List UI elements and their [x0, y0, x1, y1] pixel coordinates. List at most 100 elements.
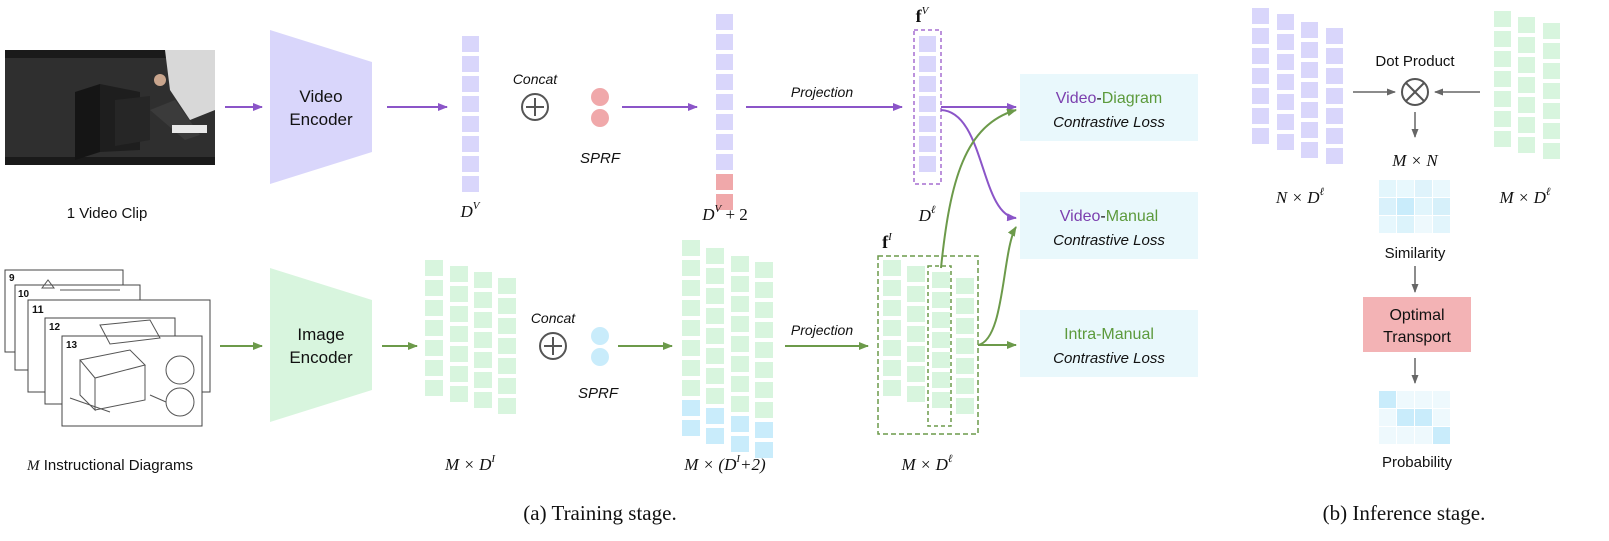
feature-cell: [1252, 108, 1269, 124]
feature-cell: [731, 436, 749, 452]
feature-cell: [682, 400, 700, 416]
fv-feature-column: [919, 36, 936, 172]
dv-label: DV: [459, 200, 480, 221]
sprf-bottom-label: SPRF: [578, 385, 619, 402]
feature-cell: [462, 156, 479, 172]
feature-cell: [716, 74, 733, 90]
feature-cell: [1518, 77, 1535, 93]
feature-cell: [1252, 28, 1269, 44]
feature-cell: [731, 336, 749, 352]
feature-cell: [1301, 142, 1318, 158]
feature-cell: [498, 358, 516, 374]
feature-cell: [716, 134, 733, 150]
feature-cell: [883, 380, 901, 396]
feature-cell: [1518, 17, 1535, 33]
feature-cell: [883, 260, 901, 276]
mdi2-label: M × (DI+2): [683, 453, 766, 474]
feature-cell: [956, 398, 974, 414]
feature-cell: [682, 320, 700, 336]
inference-mdl-label: M × Dℓ: [1498, 186, 1550, 207]
feature-cell: [462, 136, 479, 152]
feature-cell: [425, 280, 443, 296]
feature-cell: [498, 298, 516, 314]
feature-cell: [1494, 31, 1511, 47]
feature-cell: [462, 76, 479, 92]
loss-box-intra-manual: [1020, 310, 1198, 377]
feature-cell: [706, 368, 724, 384]
sprf-top-label: SPRF: [580, 150, 621, 167]
matrix-cell: [1415, 180, 1432, 197]
feature-cell: [956, 318, 974, 334]
feature-cell: [706, 328, 724, 344]
feature-cell: [1277, 14, 1294, 30]
feature-cell: [1494, 131, 1511, 147]
feature-cell: [919, 136, 936, 152]
feature-cell: [450, 366, 468, 382]
feature-cell: [1277, 94, 1294, 110]
dv2-label: DV + 2: [701, 203, 748, 224]
feature-cell: [1518, 57, 1535, 73]
image-concat-grid: [682, 240, 773, 458]
svg-text:12: 12: [49, 322, 61, 333]
feature-cell: [755, 322, 773, 338]
caption-training: (a) Training stage.: [523, 501, 676, 525]
dot-product-label: Dot Product: [1375, 53, 1455, 70]
diagrams-caption: M Instructional Diagrams: [26, 457, 193, 474]
feature-cell: [755, 362, 773, 378]
feature-cell: [706, 428, 724, 444]
feature-cell: [883, 320, 901, 336]
diagram-page-numbers: 9 10 11 12 13: [9, 273, 78, 351]
matrix-cell: [1397, 391, 1414, 408]
feature-cell: [907, 366, 925, 382]
feature-cell: [474, 372, 492, 388]
feature-cell: [932, 312, 950, 328]
matrix-cell: [1433, 409, 1450, 426]
feature-cell: [1518, 97, 1535, 113]
feature-cell: [1518, 37, 1535, 53]
feature-cell: [1326, 108, 1343, 124]
feature-cell: [755, 342, 773, 358]
feature-cell: [919, 36, 936, 52]
mxn-label: M × N: [1391, 151, 1439, 170]
feature-cell: [883, 300, 901, 316]
feature-cell: [919, 156, 936, 172]
feature-cell: [956, 378, 974, 394]
matrix-cell: [1379, 391, 1396, 408]
loss-sub-intra-manual: Contrastive Loss: [1053, 350, 1165, 367]
feature-cell: [731, 376, 749, 392]
dl-label: Dℓ: [918, 204, 936, 225]
matrix-cell: [1397, 427, 1414, 444]
feature-cell: [755, 282, 773, 298]
feature-cell: [731, 276, 749, 292]
matrix-cell: [1379, 180, 1396, 197]
feature-cell: [731, 396, 749, 412]
feature-cell: [474, 332, 492, 348]
feature-cell: [462, 56, 479, 72]
feature-cell: [706, 348, 724, 364]
feature-cell: [450, 286, 468, 302]
feature-cell: [1326, 28, 1343, 44]
feature-cell: [1301, 62, 1318, 78]
feature-cell: [682, 280, 700, 296]
feature-cell: [682, 380, 700, 396]
matrix-cell: [1433, 427, 1450, 444]
sprf-bottom-dot-1: [591, 327, 609, 345]
dot-product-icon: [1401, 78, 1429, 106]
fv-label: fV: [916, 5, 930, 26]
feature-cell: [716, 194, 733, 210]
feature-cell: [731, 416, 749, 432]
feature-cell: [1277, 54, 1294, 70]
matrix-cell: [1415, 391, 1432, 408]
feature-cell: [731, 356, 749, 372]
feature-cell: [1494, 11, 1511, 27]
feature-cell: [919, 116, 936, 132]
optimal-transport-label-1: Optimal: [1389, 307, 1444, 324]
feature-cell: [755, 422, 773, 438]
feature-cell: [450, 266, 468, 282]
feature-cell: [731, 296, 749, 312]
feature-cell: [1326, 68, 1343, 84]
video-encoder-label: Video: [299, 87, 342, 106]
feature-cell: [1518, 137, 1535, 153]
matrix-cell: [1415, 216, 1432, 233]
matrix-cell: [1379, 409, 1396, 426]
